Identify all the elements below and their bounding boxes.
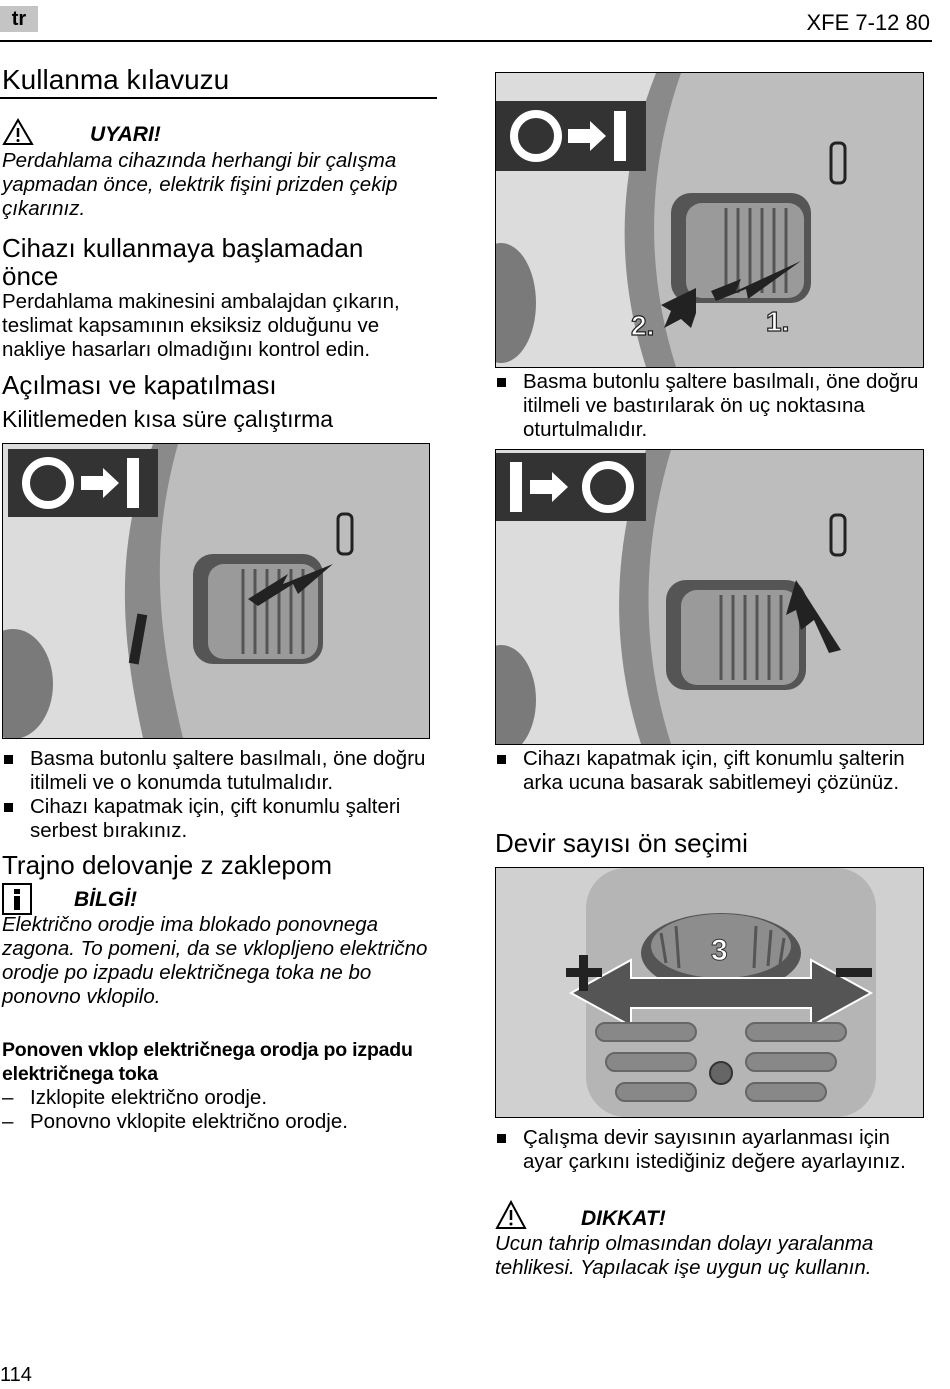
dial-number: 3	[711, 934, 728, 967]
right-bullet-3: Çalışma devir sayısının ayarlanması için…	[495, 1126, 925, 1174]
warning-text: Perdahlama cihazında herhangi bir çalışm…	[2, 149, 398, 220]
right-bullet-2: Cihazı kapatmak için, çift konumlu şalte…	[495, 747, 925, 795]
on-off-heading: Açılması ve kapatılması	[2, 370, 277, 400]
list-item: –Izklopite električno orodje.	[2, 1086, 268, 1109]
before-use-heading-line1: Cihazı kullanmaya başlamadan	[2, 233, 364, 263]
step-2-label: 2.	[631, 310, 654, 341]
warning-icon	[2, 118, 34, 145]
right-bullet-1: Basma butonlu şaltere basılmalı, öne doğ…	[495, 370, 925, 442]
model-number: XFE 7-12 80	[806, 10, 930, 35]
switch-push-figure	[2, 443, 430, 739]
caution-text: Ucun tahrip olmasından dolayı yaralanma …	[495, 1232, 874, 1279]
header-rule	[0, 40, 932, 42]
language-tab: tr	[0, 6, 38, 32]
page-number: 114	[0, 1364, 32, 1386]
list-item: –Ponovno vklopite električno orodje.	[2, 1110, 348, 1133]
warning-label: UYARI!	[90, 123, 161, 146]
caution-label: DIKKAT!	[581, 1207, 666, 1230]
speed-heading: Devir sayısı ön seçimi	[495, 828, 748, 858]
info-label: BİLGİ!	[74, 888, 137, 911]
before-use-text: Perdahlama makinesini ambalajdan çıkarın…	[2, 290, 400, 361]
short-run-heading: Kilitlemeden kısa süre çalıştırma	[2, 406, 334, 432]
caution-icon	[495, 1200, 527, 1229]
continuous-heading: Trajno delovanje z zaklepom	[2, 850, 332, 880]
info-text: Električno orodje ima blokado ponovnega …	[2, 913, 428, 1008]
before-use-heading-line2: önce	[2, 261, 59, 291]
title-rule	[0, 97, 437, 99]
list-item: Çalışma devir sayısının ayarlanması için…	[495, 1126, 925, 1174]
list-item: Basma butonlu şaltere basılmalı, öne doğ…	[2, 747, 442, 795]
page-title: Kullanma kılavuzu	[2, 64, 230, 95]
speed-dial-figure: 3	[495, 867, 924, 1118]
switch-lock-figure: 2. 1.	[495, 72, 924, 368]
list-item: Cihazı kapatmak için, çift konumlu şalte…	[2, 795, 442, 843]
restart-heading: Ponoven vklop električnega orodja po izp…	[2, 1039, 413, 1085]
info-icon	[2, 883, 32, 915]
list-item: Cihazı kapatmak için, çift konumlu şalte…	[495, 747, 925, 795]
switch-release-figure	[495, 449, 924, 745]
list-item: Basma butonlu şaltere basılmalı, öne doğ…	[495, 370, 925, 442]
restart-steps: –Izklopite električno orodje. –Ponovno v…	[2, 1086, 442, 1134]
step-1-label: 1.	[766, 306, 789, 337]
left-bullet-list: Basma butonlu şaltere basılmalı, öne doğ…	[2, 747, 442, 843]
